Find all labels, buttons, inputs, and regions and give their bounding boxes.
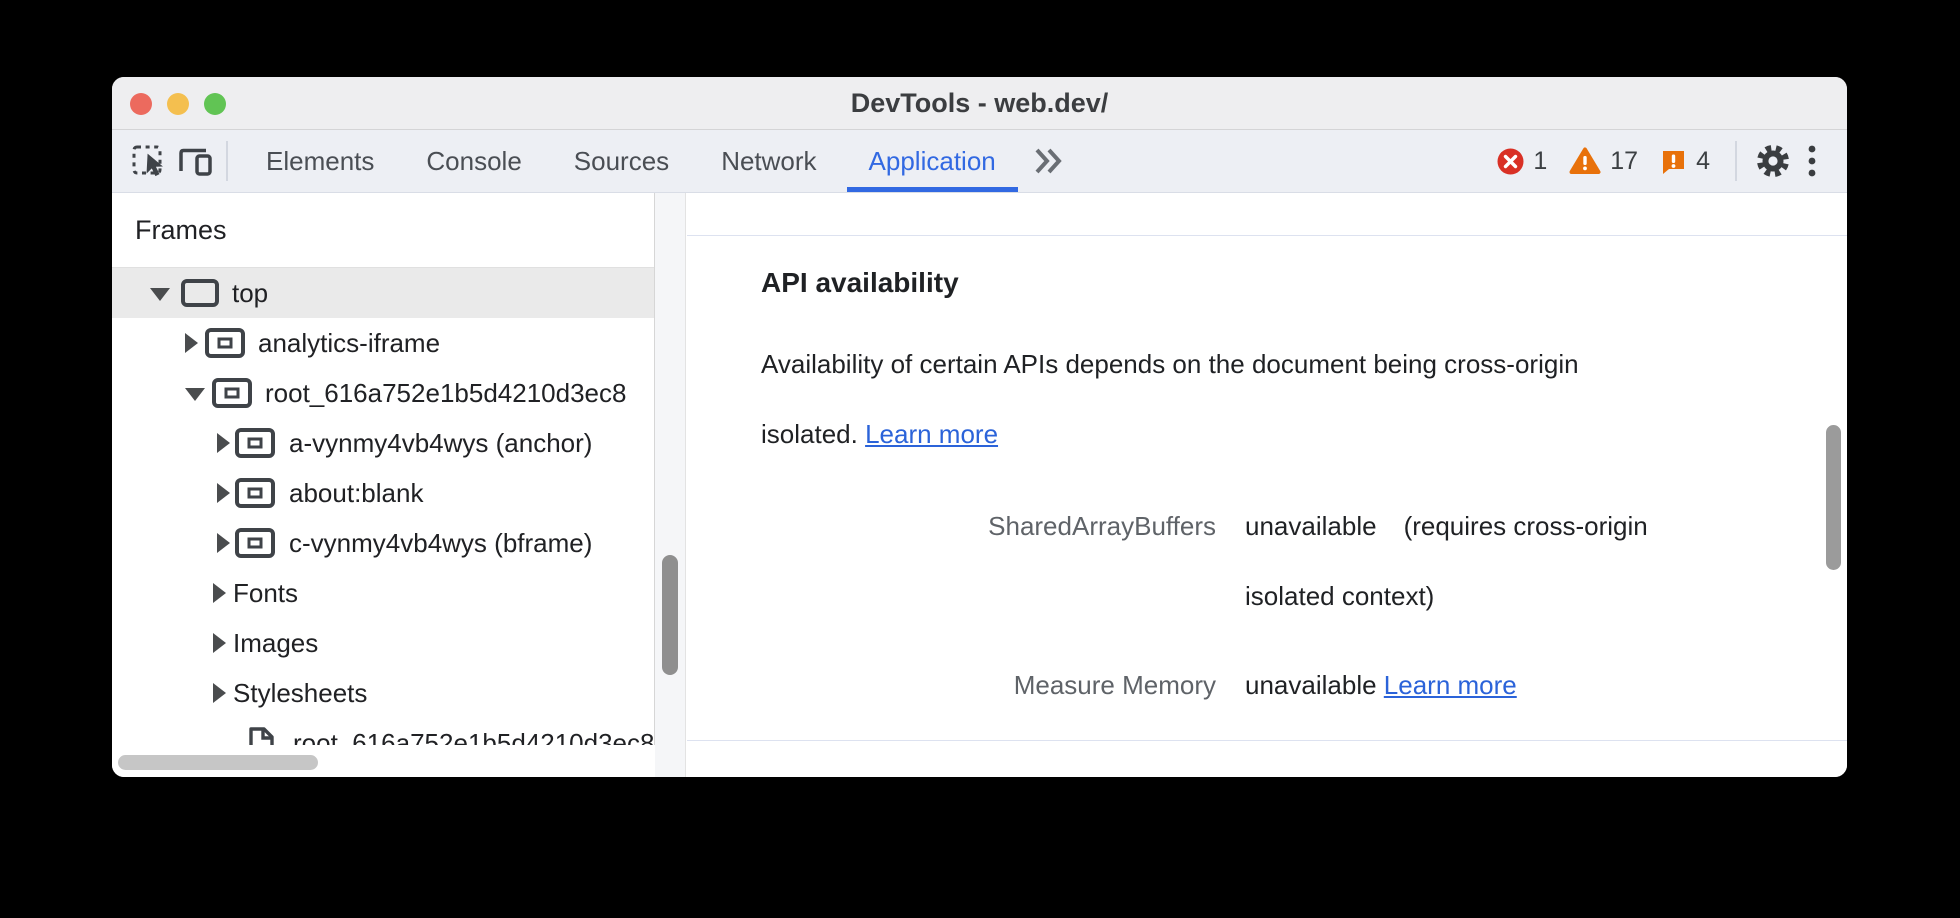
kebab-menu-icon xyxy=(1808,145,1816,177)
learn-more-link[interactable]: Learn more xyxy=(865,419,999,449)
more-tabs-button[interactable] xyxy=(1022,137,1074,185)
measure-memory-status: unavailable Learn more xyxy=(1245,670,1517,700)
sidebar-scroll-gutter xyxy=(655,193,686,777)
traffic-lights xyxy=(130,77,226,130)
chevron-down-icon[interactable] xyxy=(185,388,205,401)
issues-badge[interactable]: 4 xyxy=(1660,147,1710,176)
iframe-icon xyxy=(234,426,276,460)
tree-item-root-frame[interactable]: root_616a752e1b5d4210d3ec8 xyxy=(112,368,654,418)
tree-item-stylesheets[interactable]: Stylesheets xyxy=(112,668,654,718)
shared-array-buffers-status: unavailable(requires cross-origin xyxy=(1245,511,1648,541)
tab-application[interactable]: Application xyxy=(846,130,1018,192)
tab-network[interactable]: Network xyxy=(721,145,817,176)
shared-array-buffers-label: SharedArrayBuffers xyxy=(988,511,1216,541)
inspect-element-button[interactable] xyxy=(128,137,172,185)
chevron-right-icon[interactable] xyxy=(217,433,230,453)
section-divider-top xyxy=(687,235,1847,236)
chevron-right-icon[interactable] xyxy=(185,333,198,353)
frames-sidebar: Frames top analytics-iframe xyxy=(112,193,655,745)
chevron-right-icon[interactable] xyxy=(217,483,230,503)
tab-console[interactable]: Console xyxy=(426,145,522,176)
chevron-right-icon[interactable] xyxy=(213,683,226,703)
iframe-icon xyxy=(234,526,276,560)
chevron-right-icon[interactable] xyxy=(213,583,226,603)
toggle-device-toolbar-button[interactable] xyxy=(172,137,216,185)
sidebar-horizontal-scrollbar[interactable] xyxy=(112,745,655,777)
tree-item-images[interactable]: Images xyxy=(112,618,654,668)
warning-icon xyxy=(1569,147,1601,174)
inspect-element-icon xyxy=(132,145,163,177)
error-icon xyxy=(1497,148,1524,174)
shared-array-buffers-status-line2: isolated context) xyxy=(1245,581,1435,611)
iframe-icon xyxy=(204,326,246,360)
tab-elements[interactable]: Elements xyxy=(266,145,375,176)
tree-item-about-blank[interactable]: about:blank xyxy=(112,468,654,518)
errors-count: 1 xyxy=(1533,146,1548,175)
frames-section-header[interactable]: Frames xyxy=(112,193,654,268)
issues-count: 4 xyxy=(1696,146,1710,175)
close-button[interactable] xyxy=(130,92,152,115)
tree-item-anchor-frame[interactable]: a-vynmy4vb4wys (anchor) xyxy=(112,418,654,468)
chevron-right-icon[interactable] xyxy=(217,533,230,553)
main-menu-button[interactable] xyxy=(1795,137,1829,185)
section-title: API availability xyxy=(761,267,959,298)
chevron-down-icon[interactable] xyxy=(150,288,170,301)
iframe-icon xyxy=(211,376,253,410)
main-vertical-scrollbar-thumb[interactable] xyxy=(1826,425,1841,570)
sidebar-vertical-scrollbar-thumb[interactable] xyxy=(662,555,678,675)
device-toolbar-icon xyxy=(179,148,212,176)
gear-icon xyxy=(1757,145,1789,177)
devtools-toolbar: Elements Console Sources Network Applica… xyxy=(112,130,1847,193)
errors-badge[interactable]: 1 xyxy=(1497,147,1547,176)
file-icon xyxy=(247,726,275,745)
warnings-count: 17 xyxy=(1610,146,1639,175)
double-chevron-right-icon xyxy=(1035,148,1062,174)
tree-item-top[interactable]: top xyxy=(112,268,654,318)
frame-icon xyxy=(180,277,220,309)
tree-item-analytics-iframe[interactable]: analytics-iframe xyxy=(112,318,654,368)
zoom-button[interactable] xyxy=(204,92,226,115)
measure-memory-learn-more-link[interactable]: Learn more xyxy=(1383,670,1517,700)
chevron-right-icon[interactable] xyxy=(213,633,226,653)
warnings-badge[interactable]: 17 xyxy=(1569,147,1638,176)
measure-memory-label: Measure Memory xyxy=(1013,670,1216,700)
toolbar-divider xyxy=(226,141,228,181)
title-bar: DevTools - web.dev/ xyxy=(112,77,1847,130)
devtools-window: DevTools - web.dev/ Elements Console Sou… xyxy=(112,77,1847,777)
tree-item-bframe[interactable]: c-vynmy4vb4wys (bframe) xyxy=(112,518,654,568)
availability-description-line2: isolated. Learn more xyxy=(761,419,999,449)
toolbar-divider-right xyxy=(1735,141,1737,181)
iframe-icon xyxy=(234,476,276,510)
tree-item-fonts[interactable]: Fonts xyxy=(112,568,654,618)
window-title: DevTools - web.dev/ xyxy=(850,87,1109,118)
issues-icon xyxy=(1663,150,1685,174)
tab-sources[interactable]: Sources xyxy=(573,145,670,176)
application-panel-content: API availability Availability of certain… xyxy=(687,193,1847,777)
minimize-button[interactable] xyxy=(167,92,189,115)
tree-item-root-stylesheet[interactable]: root_616a752e1b5d4210d3ec8 xyxy=(112,718,654,745)
settings-button[interactable] xyxy=(1751,137,1795,185)
sidebar-horizontal-scrollbar-thumb[interactable] xyxy=(118,755,318,770)
section-divider-bottom xyxy=(687,740,1847,741)
availability-description-line1: Availability of certain APIs depends on … xyxy=(761,349,1579,379)
